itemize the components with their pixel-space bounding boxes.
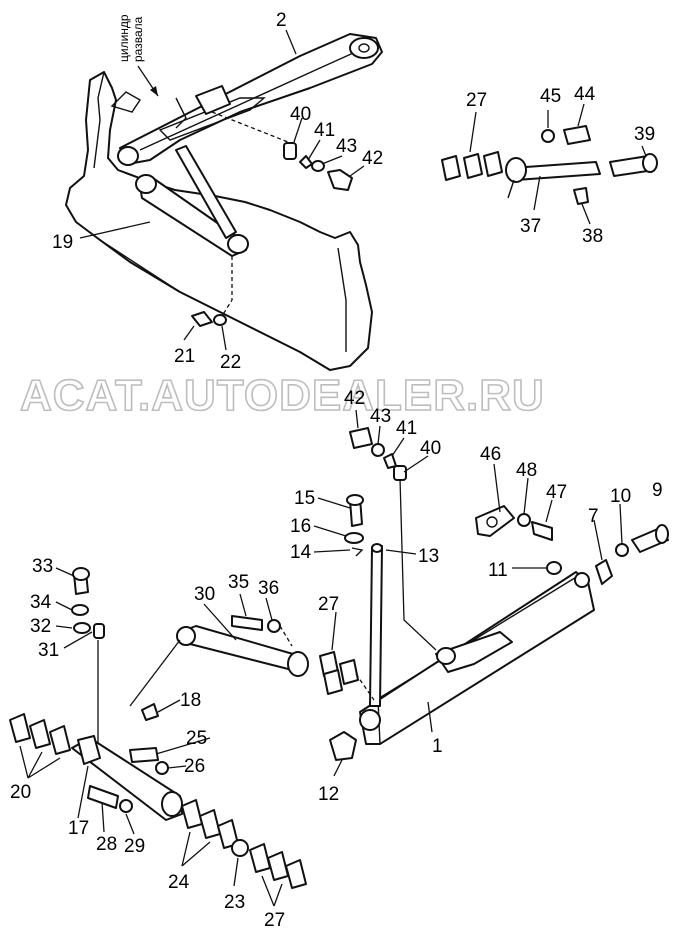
callout-48: 48 [516,460,537,481]
callout-42-lower: 42 [344,388,365,409]
callout-29: 29 [124,836,145,857]
callout-28: 28 [96,834,117,855]
rod-30 [179,625,301,673]
callout-13: 13 [418,546,439,567]
annotation-line-2: развала [131,16,145,62]
callout-45: 45 [540,86,561,107]
callout-16: 16 [290,516,311,537]
watermark: ACAT.AUTODEALER.RU [20,371,545,420]
callout-44: 44 [574,84,596,105]
callout-9: 9 [652,480,663,501]
callout-15: 15 [294,488,315,509]
annotation-line-1: цилиндр [117,14,131,62]
blade-assembly [65,33,383,371]
callout-21: 21 [174,346,195,367]
callout-24: 24 [168,872,190,893]
callout-labels: 2 19 40 41 43 42 27 45 44 39 37 38 21 22… [10,10,663,931]
callout-40: 40 [290,104,311,125]
block-12 [329,731,357,761]
callout-23: 23 [224,892,245,913]
callout-33: 33 [32,556,53,577]
callout-46: 46 [480,444,501,465]
callout-35: 35 [228,572,249,593]
callout-10: 10 [610,486,631,507]
callout-14: 14 [290,542,312,563]
callout-32: 32 [30,616,51,637]
callout-34: 34 [30,592,52,613]
callout-47: 47 [546,482,567,503]
callout-39: 39 [634,124,655,145]
callout-18: 18 [180,690,201,711]
callout-27: 27 [466,90,487,111]
callout-43-lower: 43 [370,406,391,427]
callout-31: 31 [38,640,59,661]
callout-2: 2 [276,10,287,31]
callout-12: 12 [318,784,339,805]
callout-41: 41 [314,120,335,141]
callout-20: 20 [10,782,31,803]
callout-25: 25 [186,728,207,749]
callout-38: 38 [582,226,603,247]
callout-36: 36 [258,578,279,599]
callout-19: 19 [52,232,73,253]
callout-7: 7 [588,506,599,527]
callout-43: 43 [336,136,357,157]
callout-1: 1 [432,736,443,757]
callout-27-middle: 27 [318,594,339,615]
callout-11: 11 [488,560,508,581]
callout-27-bottom: 27 [264,910,285,931]
upper-small-parts [191,125,658,327]
callout-26: 26 [184,756,205,777]
frame-assembly [9,427,669,889]
callout-40-lower: 40 [420,438,441,459]
callout-37: 37 [520,216,541,237]
callout-leaders [19,29,647,907]
callout-17: 17 [68,818,89,839]
callout-41-lower: 41 [396,418,417,439]
callout-30: 30 [194,584,215,605]
callout-42: 42 [362,148,383,169]
callout-22: 22 [220,352,241,373]
